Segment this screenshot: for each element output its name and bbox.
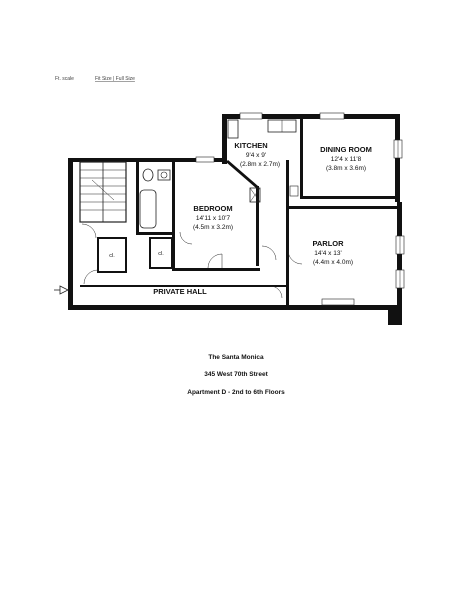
bathroom-fixtures: [139, 168, 171, 229]
windows: [195, 112, 405, 306]
building-address: 345 West 70th Street: [204, 371, 268, 378]
kitchen-name: KITCHEN: [234, 141, 267, 150]
entry-arrow-icon: [54, 285, 69, 295]
bedroom-dims-metric: (4.5m x 3.2m): [193, 224, 233, 231]
dining-dims-imperial: 12'4 x 11'8: [331, 156, 362, 163]
fit-size-toolbar[interactable]: Fit Size | Full Size: [95, 76, 135, 82]
plan-caption: The Santa Monica 345 West 70th Street Ap…: [187, 354, 285, 396]
parlor-dims-imperial: 14'4 x 13': [314, 250, 341, 257]
bedroom-name: BEDROOM: [193, 204, 232, 213]
kitchen-dims-metric: (2.8m x 2.7m): [240, 161, 280, 168]
dining-dims-metric: (3.8m x 3.6m): [326, 165, 366, 172]
parlor-dims-metric: (4.4m x 4.0m): [313, 259, 353, 266]
parlor-name: PARLOR: [312, 239, 344, 248]
private-hall-label: PRIVATE HALL: [153, 287, 207, 296]
kitchen-fixtures: [227, 119, 299, 203]
doors: [81, 223, 303, 299]
kitchen-dims-imperial: 9'4 x 9': [246, 152, 266, 159]
closet-label-1: cl.: [109, 253, 115, 259]
room-kitchen: KITCHEN 9'4 x 9' (2.8m x 2.7m): [234, 141, 280, 168]
building-name: The Santa Monica: [208, 354, 264, 361]
room-bedroom: BEDROOM 14'11 x 10'7 (4.5m x 3.2m): [193, 204, 233, 231]
scale-note: Ft. scale: [55, 76, 74, 82]
dining-name: DINING ROOM: [320, 145, 372, 154]
room-parlor: PARLOR 14'4 x 13' (4.4m x 4.0m): [312, 239, 353, 266]
closet-label-2: cl.: [158, 251, 164, 257]
apartment-unit: Apartment D - 2nd to 6th Floors: [187, 389, 285, 396]
bedroom-dims-imperial: 14'11 x 10'7: [196, 215, 231, 222]
room-dining: DINING ROOM 12'4 x 11'8 (3.8m x 3.6m): [320, 145, 372, 172]
interior-walls: [80, 118, 398, 306]
stairwell: [79, 161, 127, 223]
